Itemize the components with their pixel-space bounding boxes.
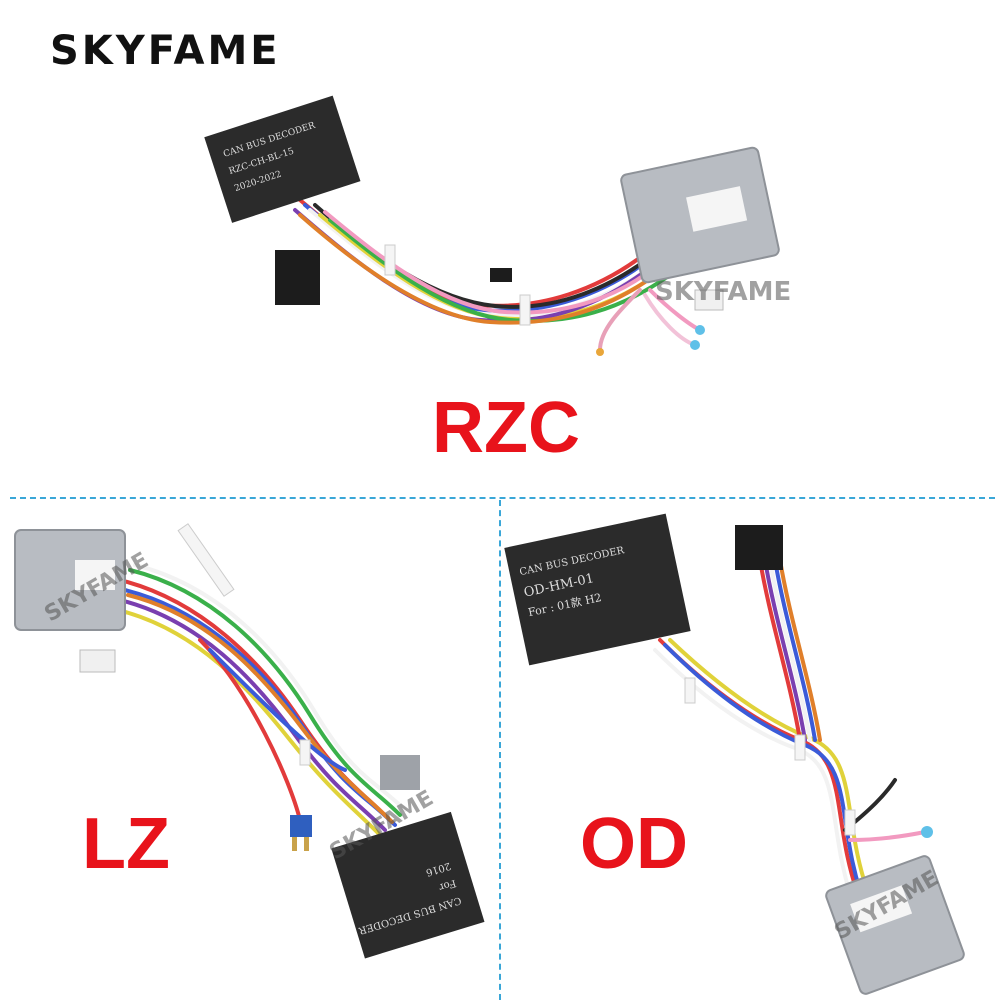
decoder-text-lz-2: For [437,877,457,893]
black-connector-od [735,525,783,570]
divider-vertical [499,500,501,1000]
rzc-harness: CAN BUS DECODER RZC-CH-BL-15 2020-2022 [204,95,780,356]
gray-connector-od [825,855,965,995]
lz-harness: CAN BUS DECODER For 2016 [14,523,485,959]
label-rzc: RZC [432,388,580,468]
label-lz: LZ [82,804,170,884]
skyfame-logo: SKYFAME [50,28,281,74]
decoder-box-od [504,513,691,666]
label-od: OD [580,804,688,884]
decoder-box-rzc [204,95,361,223]
watermark-rzc: SKYFAME [655,277,791,307]
divider-horizontal [10,497,995,499]
od-harness: CAN BUS DECODER OD-HM-01 For : 01款 H2 [504,513,965,995]
black-connector-rzc [275,250,320,305]
gray-connector-lz [14,529,126,631]
decoder-box-lz [331,811,485,959]
